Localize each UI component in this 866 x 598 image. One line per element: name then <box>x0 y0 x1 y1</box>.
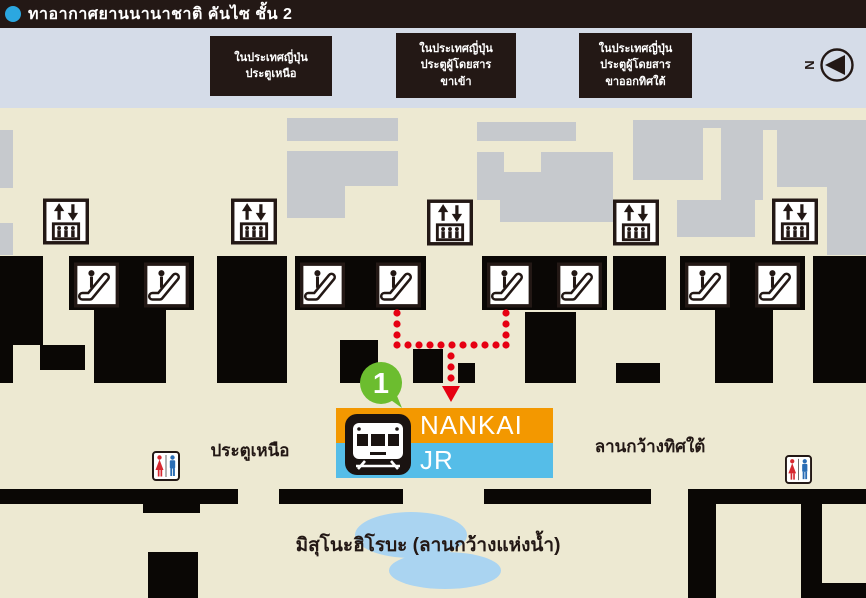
elevator-icon <box>43 198 89 245</box>
escalator-icon <box>144 262 189 308</box>
wall-segment <box>0 489 238 504</box>
north-gate-label: ประตูเหนือ <box>210 441 290 460</box>
building-block <box>500 200 613 222</box>
building-notch <box>504 152 541 172</box>
train-icon <box>344 413 412 476</box>
restroom-icon <box>785 455 812 484</box>
building-block <box>287 151 398 186</box>
pillar-block <box>94 310 166 383</box>
nankai-band: NANKAI <box>336 408 553 443</box>
legend-line: ในประเทศญี่ปุ่น <box>598 42 673 55</box>
legend-line: ขาเข้า <box>440 75 472 88</box>
building-notch <box>703 128 721 180</box>
compass-north-icon: N <box>800 44 858 86</box>
pillar-block <box>613 256 666 310</box>
escalator-icon <box>487 262 532 308</box>
legend-line: ประตูผู้โดยสาร <box>600 59 671 72</box>
marker-1-bubble: 1 <box>356 361 410 409</box>
building-block <box>0 130 13 188</box>
legend-line: ประตูเหนือ <box>245 68 297 80</box>
elevator-icon <box>772 198 818 245</box>
svg-text:1: 1 <box>373 368 389 400</box>
building-block <box>287 118 398 141</box>
wall-segment <box>688 489 866 504</box>
nankai-label: NANKAI <box>420 410 523 440</box>
wall-segment <box>143 503 200 513</box>
pillar-block <box>217 256 287 383</box>
bullet-icon <box>5 6 21 22</box>
escalator-icon <box>557 262 602 308</box>
pond-shape <box>389 552 501 589</box>
elevator-icon <box>231 198 277 245</box>
legend-line: ในประเทศญี่ปุ่น <box>234 51 308 64</box>
page-title: ทาอากาศยานนานาชาติ คันไซ ชั้น 2 <box>28 5 293 23</box>
escalator-icon <box>755 262 800 308</box>
legend-line: ขาออกทิศใต้ <box>605 75 666 88</box>
map-header: ทาอากาศยานนานาชาติ คันไซ ชั้น 2 <box>0 0 866 28</box>
elevator-icon <box>427 199 473 246</box>
legend-north-gate: ในประเทศญี่ปุ่น ประตูเหนือ <box>210 36 332 96</box>
building-block <box>777 130 827 187</box>
jr-label: JR <box>420 445 454 475</box>
south-plaza-label: ลานกว้างทิศใต้ <box>594 437 706 456</box>
building-block <box>721 180 763 200</box>
escalator-icon <box>685 262 730 308</box>
pond-shape <box>355 512 467 558</box>
building-block <box>0 223 13 255</box>
building-block <box>633 120 763 180</box>
pillar-block <box>458 363 475 383</box>
building-block <box>801 504 822 598</box>
pillar-block <box>525 312 576 383</box>
pillar-block <box>0 345 13 383</box>
restroom-icon <box>152 451 180 481</box>
water-plaza-label: มิสุโนะฮิโรบะ (ลานกว้างแห่งน้ำ) <box>295 535 561 556</box>
escalator-icon <box>74 262 119 308</box>
building-block <box>688 504 716 598</box>
wall-segment <box>484 489 651 504</box>
pillar-block <box>40 345 85 370</box>
route-dotted-arrow <box>380 300 530 410</box>
pillar-block <box>0 256 43 345</box>
legend-line: ประตูผู้โดยสาร <box>420 59 492 72</box>
building-block <box>477 122 576 141</box>
escalator-icon <box>376 262 421 308</box>
pillar-block <box>413 349 443 383</box>
pillar-block <box>813 256 866 383</box>
building-block <box>477 152 613 200</box>
building-block <box>287 186 345 218</box>
building-block <box>148 552 198 598</box>
legend-arrival-gate: ในประเทศญี่ปุ่น ประตูผู้โดยสาร ขาเข้า <box>396 33 516 98</box>
wall-segment <box>279 489 403 504</box>
station-sign: NANKAI JR <box>336 408 553 478</box>
pillar-block <box>616 363 660 383</box>
building-block <box>827 130 866 255</box>
legend-departure-gate: ในประเทศญี่ปุ่น ประตูผู้โดยสาร ขาออกทิศใ… <box>579 33 692 98</box>
building-block <box>763 120 866 130</box>
escalator-icon <box>300 262 345 308</box>
elevator-icon <box>613 199 659 246</box>
building-block <box>822 583 866 598</box>
svg-text:N: N <box>802 60 817 69</box>
legend-line: ในประเทศญี่ปุ่น <box>419 42 493 55</box>
pillar-block <box>715 308 773 383</box>
building-block <box>677 200 755 237</box>
